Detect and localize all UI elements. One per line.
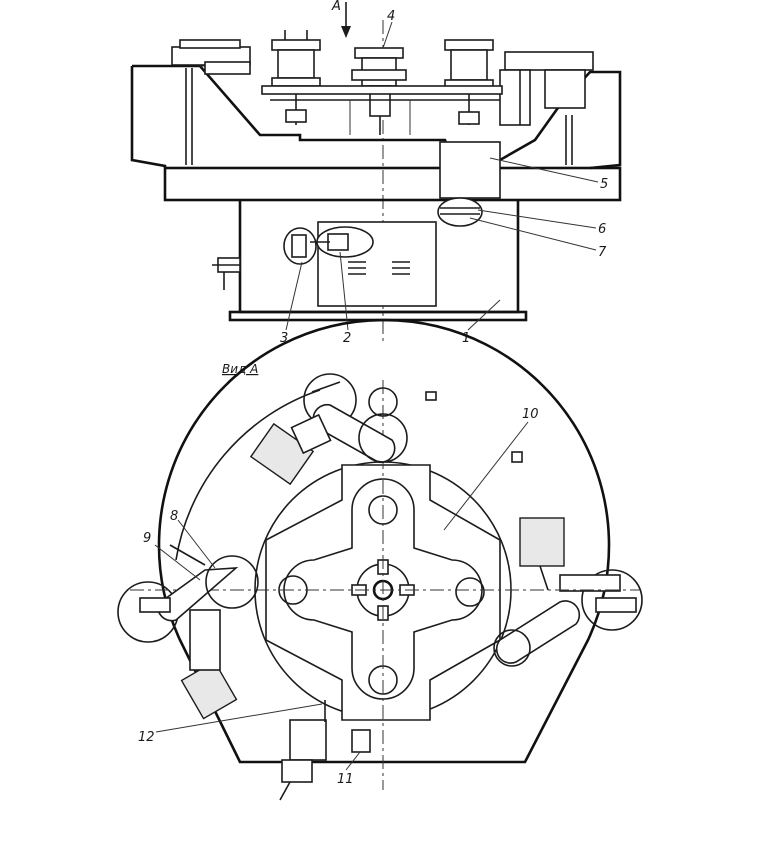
machine-table [163, 141, 622, 202]
callout-7: 7 [598, 245, 607, 260]
spindle-right [444, 39, 494, 125]
callout-9: 9 [143, 531, 151, 546]
front-elevation: A [130, 0, 622, 346]
station-right [493, 517, 637, 667]
leaders-front [285, 21, 599, 331]
callout-4: 4 [387, 9, 395, 24]
machine-bed [212, 200, 528, 322]
callout-11: 11 [337, 772, 354, 787]
callout-8: 8 [170, 509, 178, 524]
side-fitting [212, 257, 241, 290]
plan-view-a: Вид А [117, 318, 643, 801]
vent-grille [348, 261, 410, 275]
control-box [283, 226, 374, 265]
callout-12: 12 [138, 730, 155, 745]
callout-6: 6 [598, 222, 606, 237]
callout-10: 10 [522, 407, 539, 422]
callout-2: 2 [343, 331, 351, 346]
view-title: Вид А [222, 362, 258, 376]
left-top-motor [171, 39, 251, 75]
fitting-right-upper [511, 451, 523, 463]
station-bulge-right [581, 569, 643, 631]
view-arrow-a: A [331, 0, 351, 38]
station-left [139, 544, 259, 720]
fixture-hole-right [455, 577, 485, 607]
callout-5: 5 [600, 177, 608, 192]
callout-3: 3 [280, 331, 288, 346]
spindle-left [271, 30, 321, 125]
callout-1: 1 [462, 331, 470, 346]
leaders-plan [154, 421, 529, 771]
station-top-left [249, 381, 408, 486]
transmission-plate [261, 85, 503, 135]
housing-outline [157, 318, 611, 764]
right-top-motor [499, 51, 594, 126]
arrow-label: A [331, 0, 341, 14]
drive-pulley [437, 197, 483, 227]
fitting-top-right [425, 391, 437, 401]
loading-station [279, 700, 371, 801]
